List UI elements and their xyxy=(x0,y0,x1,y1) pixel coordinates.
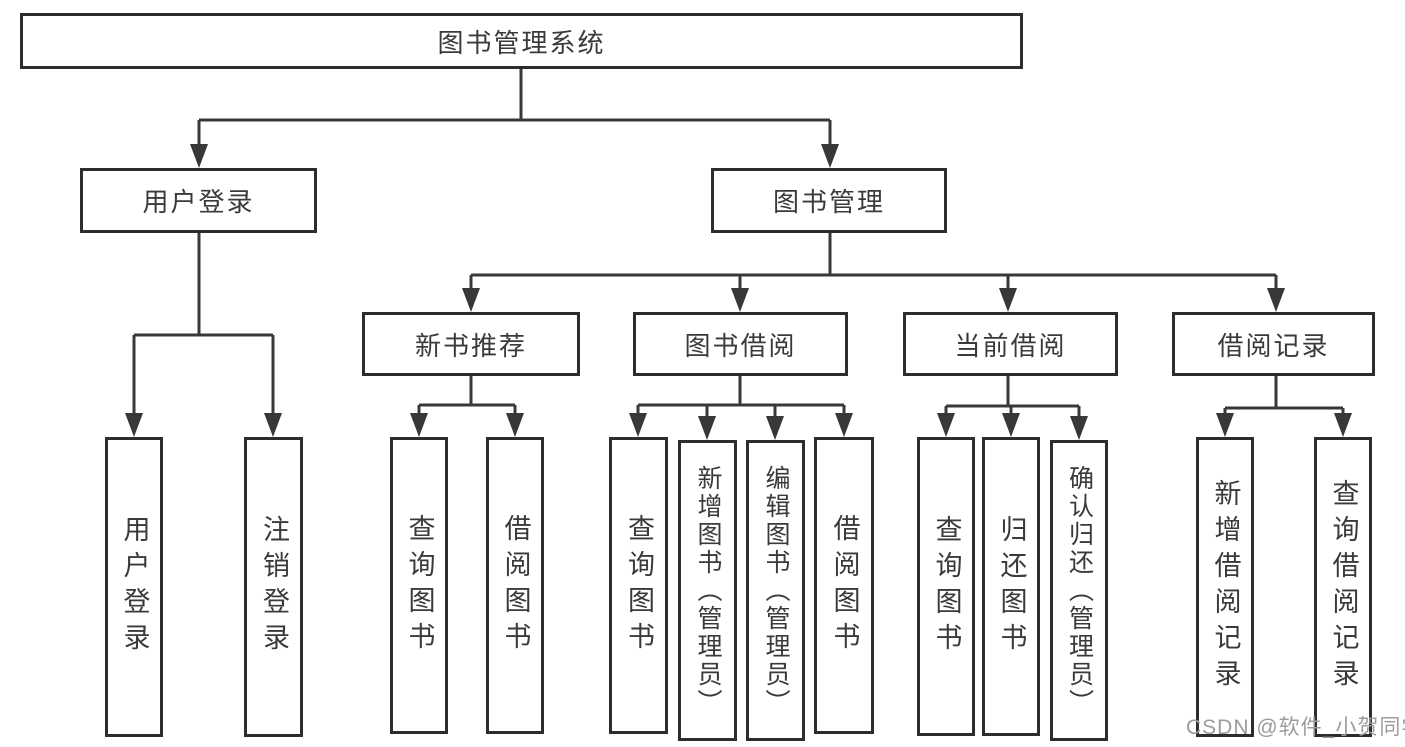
node-borrow-records-label: 借阅记录 xyxy=(1217,330,1330,361)
node-root-label: 图书管理系统 xyxy=(437,27,606,58)
connector-borrow-records xyxy=(1223,376,1345,420)
leaf-book-borrow-borrow: 借阅图书 xyxy=(814,437,874,734)
connector-user-login xyxy=(132,233,275,420)
leaf-book-borrow-add-admin: 新增图书（管理员） xyxy=(678,440,737,741)
node-new-books: 新书推荐 xyxy=(362,312,580,376)
node-book-mgmt: 图书管理 xyxy=(711,168,947,233)
leaf-records-add: 新增借阅记录 xyxy=(1196,437,1254,737)
leaf-book-borrow-query: 查询图书 xyxy=(609,437,668,734)
node-borrow-records: 借阅记录 xyxy=(1172,312,1375,376)
leaf-new-books-query: 查询图书 xyxy=(390,437,448,734)
connector-book-mgmt xyxy=(469,233,1278,295)
leaf-records-add-label: 新增借阅记录 xyxy=(1210,479,1241,695)
leaf-book-borrow-borrow-label: 借阅图书 xyxy=(829,513,860,658)
leaf-book-borrow-edit-admin-label: 编辑图书（管理员） xyxy=(762,464,790,717)
node-book-borrow: 图书借阅 xyxy=(633,312,848,376)
leaf-current-borrow-confirm-admin-label: 确认归还（管理员） xyxy=(1065,464,1094,717)
leaf-current-borrow-return-label: 归还图书 xyxy=(996,514,1027,659)
leaf-user-login-label: 用户登录 xyxy=(119,515,150,659)
leaf-current-borrow-query: 查询图书 xyxy=(917,437,975,736)
leaf-user-login: 用户登录 xyxy=(105,437,163,737)
arrowheads xyxy=(125,144,1352,440)
leaf-records-query: 查询借阅记录 xyxy=(1314,437,1372,737)
node-book-mgmt-label: 图书管理 xyxy=(772,187,885,217)
node-book-borrow-label: 图书借阅 xyxy=(684,330,797,361)
node-user-login: 用户登录 xyxy=(80,168,317,233)
leaf-new-books-query-label: 查询图书 xyxy=(404,513,435,658)
leaf-new-books-borrow: 借阅图书 xyxy=(486,437,544,734)
leaf-current-borrow-query-label: 查询图书 xyxy=(931,514,962,659)
leaf-book-borrow-query-label: 查询图书 xyxy=(624,513,654,658)
node-current-borrow-label: 当前借阅 xyxy=(954,330,1067,361)
node-new-books-label: 新书推荐 xyxy=(414,330,527,361)
leaf-records-query-label: 查询借阅记录 xyxy=(1328,479,1359,695)
leaf-current-borrow-confirm-admin: 确认归还（管理员） xyxy=(1050,440,1108,741)
csdn-watermark: CSDN @软件_小贺同学 xyxy=(1186,716,1405,739)
leaf-book-borrow-edit-admin: 编辑图书（管理员） xyxy=(746,440,805,741)
leaf-new-books-borrow-label: 借阅图书 xyxy=(500,513,531,658)
node-user-login-label: 用户登录 xyxy=(142,187,255,217)
leaf-logout: 注销登录 xyxy=(244,437,303,737)
connector-book-borrow xyxy=(636,376,846,423)
node-root: 图书管理系统 xyxy=(20,13,1023,69)
connector-new-books xyxy=(417,376,517,420)
leaf-logout-label: 注销登录 xyxy=(259,515,289,659)
node-current-borrow: 当前借阅 xyxy=(903,312,1118,376)
leaf-current-borrow-return: 归还图书 xyxy=(982,437,1040,736)
connector-root xyxy=(197,69,832,150)
leaf-book-borrow-add-admin-label: 新增图书（管理员） xyxy=(694,464,722,717)
